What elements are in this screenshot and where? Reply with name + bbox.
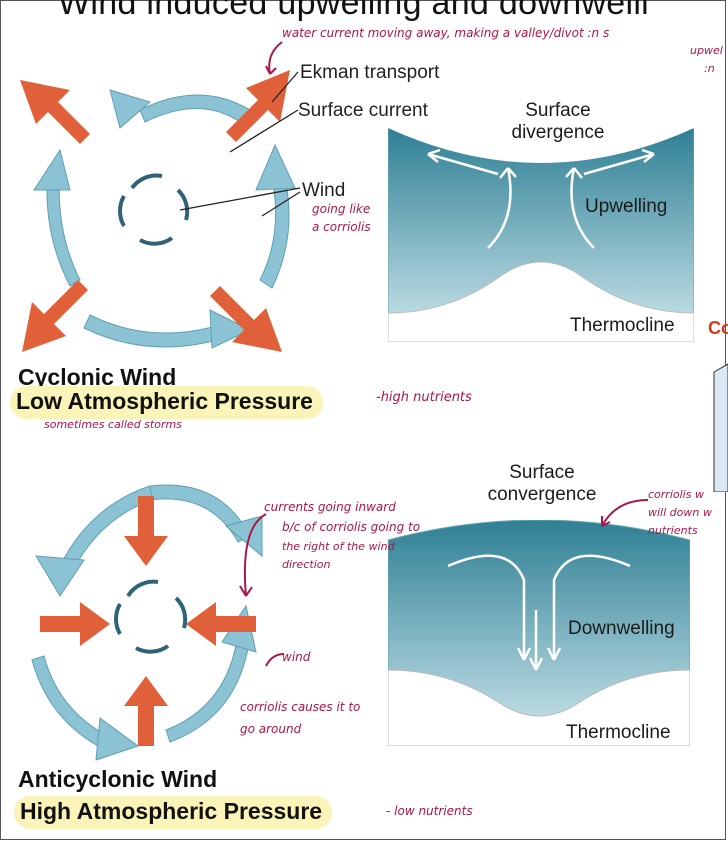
thermocline-layer-bottom bbox=[388, 669, 690, 746]
note-right-3: nutrients bbox=[648, 524, 698, 537]
note-coriolis-1: corriolis causes it to bbox=[240, 700, 361, 714]
note-wind-small: wind bbox=[282, 650, 311, 664]
upwelling-flow-arrows bbox=[427, 148, 655, 249]
downwelling-label: Downwelling bbox=[568, 618, 675, 639]
page-title: Wind induced upwelling and downwelli bbox=[58, 0, 650, 22]
blue-current-arrows bbox=[33, 89, 296, 349]
surface-current-label: Surface current bbox=[298, 100, 428, 121]
blue-arrow-bottom bbox=[83, 314, 225, 348]
note-wind-2: a corriolis bbox=[312, 220, 371, 234]
inner-circulation-icon-bottom bbox=[114, 579, 188, 654]
upwelling-cross-section bbox=[388, 128, 694, 342]
orange-arrow-top bbox=[124, 496, 168, 566]
orange-arrow-ne bbox=[226, 70, 290, 142]
thermocline-label-bottom: Thermocline bbox=[566, 722, 671, 743]
low-pressure-label: Low Atmospheric Pressure bbox=[10, 386, 323, 419]
ekman-transport-label: Ekman transport bbox=[300, 62, 440, 83]
note-inward-1: currents going inward bbox=[264, 500, 396, 514]
note-inward-3: the right of the wind bbox=[282, 540, 395, 553]
note-inward-4: direction bbox=[282, 558, 331, 571]
note-wind-small-arrow bbox=[265, 653, 285, 667]
orange-arrow-nw bbox=[20, 80, 90, 144]
note-ekman-3: :n bbox=[704, 62, 715, 75]
note-wind-1: going like bbox=[312, 202, 371, 216]
note-high-nutrients: -high nutrients bbox=[376, 390, 472, 405]
note-right-arrow bbox=[601, 499, 649, 527]
blue-arrow-left bbox=[46, 167, 81, 287]
right-partial-graphic bbox=[713, 363, 728, 492]
blue-arrow-top bbox=[139, 94, 251, 123]
inner-circulation-icon bbox=[118, 173, 190, 246]
thermocline-layer bbox=[388, 261, 694, 342]
downwelling-cross-section bbox=[388, 520, 690, 746]
note-storms: sometimes called storms bbox=[44, 418, 182, 431]
orange-arrow-right bbox=[186, 602, 256, 646]
surface-convergence-label: Surface convergence bbox=[487, 462, 597, 505]
note-right-2: will down w bbox=[648, 506, 712, 519]
orange-arrow-bottom bbox=[124, 676, 168, 746]
orange-arrow-left bbox=[40, 602, 110, 646]
note-inward-2: b/c of corriolis going to bbox=[282, 520, 421, 534]
cyclonic-wind-diagram bbox=[20, 70, 301, 352]
wind-label: Wind bbox=[302, 180, 346, 201]
note-coriolis-2: go around bbox=[240, 722, 302, 736]
note-inward-arrow bbox=[239, 513, 267, 597]
orange-arrows-inward bbox=[40, 496, 256, 746]
anticyclonic-wind-diagram bbox=[31, 484, 263, 761]
note-ekman-arrow bbox=[265, 41, 283, 75]
orange-arrow-se bbox=[210, 286, 282, 352]
orange-arrow-sw bbox=[22, 280, 88, 352]
upwelling-label: Upwelling bbox=[585, 196, 668, 217]
note-right-1: corriolis w bbox=[648, 488, 704, 501]
leader-lines bbox=[179, 71, 301, 217]
note-low-nutrients: - low nutrients bbox=[386, 804, 473, 818]
surface-divergence-label: Surface divergence bbox=[511, 100, 605, 143]
note-ekman: water current moving away, making a vall… bbox=[282, 26, 610, 40]
note-ekman-2: upwel bbox=[690, 44, 723, 57]
thermocline-label-top: Thermocline bbox=[570, 315, 675, 336]
anticyclonic-wind-title: Anticyclonic Wind bbox=[18, 766, 218, 792]
orange-ekman-arrows bbox=[20, 70, 290, 352]
cyclonic-wind-title: Cyclonic Wind bbox=[18, 364, 177, 390]
right-partial-heading: Co bbox=[708, 318, 728, 338]
high-pressure-label: High Atmospheric Pressure bbox=[14, 796, 333, 829]
downwelling-flow-arrows bbox=[447, 554, 631, 671]
